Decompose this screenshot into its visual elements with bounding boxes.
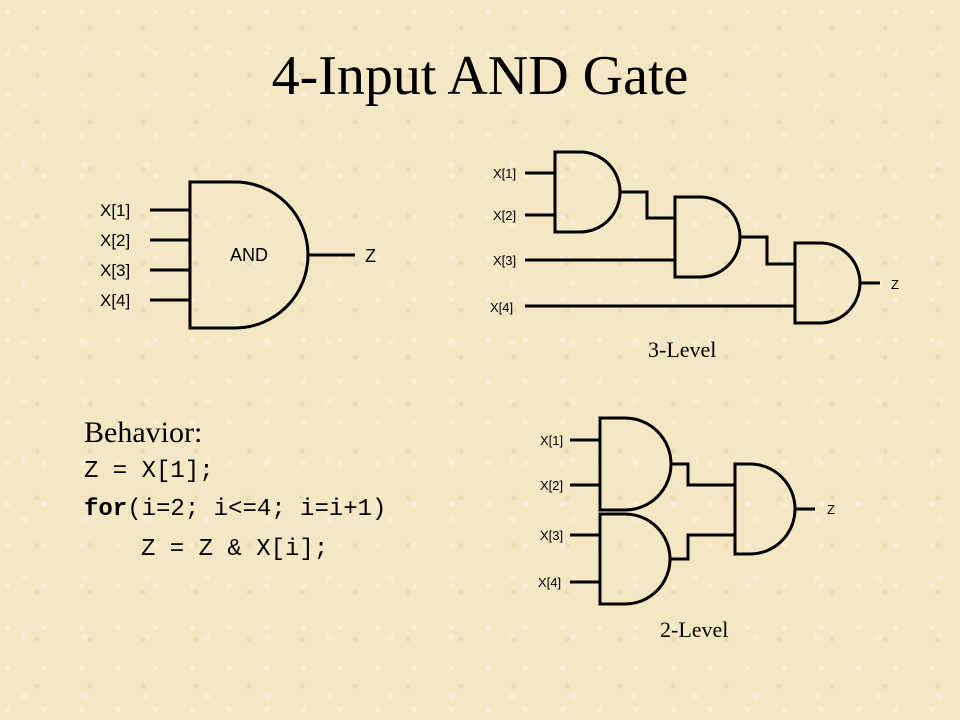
two-level-input-label-2: X[2] [540, 478, 563, 493]
single-gate-label: AND [230, 245, 268, 265]
three-level-input-label-1: X[1] [493, 166, 516, 181]
two-level-link-2 [670, 533, 735, 561]
code-line-1: Z = X[1]; [84, 458, 214, 485]
two-level-caption: 2-Level [660, 617, 728, 642]
three-level-input-label-4: X[4] [490, 300, 513, 315]
two-level-output-label: Z [827, 502, 835, 517]
code-keyword-for: for [84, 496, 128, 523]
three-level-gate-2 [673, 195, 742, 279]
code-line-2-rest: (i=2; i<=4; i=i+1) [127, 496, 387, 523]
two-level-diagram: X[1] X[2] X[3] X[4] Z 2-Level [538, 416, 835, 642]
two-level-link-1 [671, 462, 735, 487]
three-level-link-1 [620, 190, 675, 220]
three-level-link-2 [740, 235, 795, 266]
three-level-input-label-3: X[3] [493, 253, 516, 268]
three-level-caption: 3-Level [648, 337, 716, 362]
single-input-label-1: X[1] [100, 201, 130, 220]
two-level-gate-2 [598, 512, 672, 606]
single-and-gate-diagram: X[1] X[2] X[3] X[4] AND Z [100, 180, 376, 330]
two-level-gate-3 [733, 462, 797, 556]
single-input-label-4: X[4] [100, 291, 130, 310]
code-line-3: Z = Z & X[i]; [141, 536, 329, 563]
code-line-2: for(i=2; i<=4; i=i+1) [84, 498, 386, 522]
single-input-label-2: X[2] [100, 231, 130, 250]
three-level-gate-1 [553, 150, 622, 234]
three-level-output-label: Z [891, 277, 899, 292]
single-and-gate-body [188, 180, 310, 330]
two-level-input-label-4: X[4] [538, 575, 561, 590]
three-level-gate-3 [793, 241, 862, 325]
single-output-label: Z [365, 246, 376, 266]
two-level-input-label-3: X[3] [540, 528, 563, 543]
three-level-diagram: X[1] X[2] X[3] X[4] Z 3-Level [490, 150, 899, 362]
single-input-label-3: X[3] [100, 261, 130, 280]
behavior-label: Behavior: [84, 416, 203, 449]
slide-title: 4-Input AND Gate [271, 45, 689, 107]
two-level-input-label-1: X[1] [540, 433, 563, 448]
two-level-gate-1 [598, 416, 673, 512]
three-level-input-label-2: X[2] [493, 208, 516, 223]
